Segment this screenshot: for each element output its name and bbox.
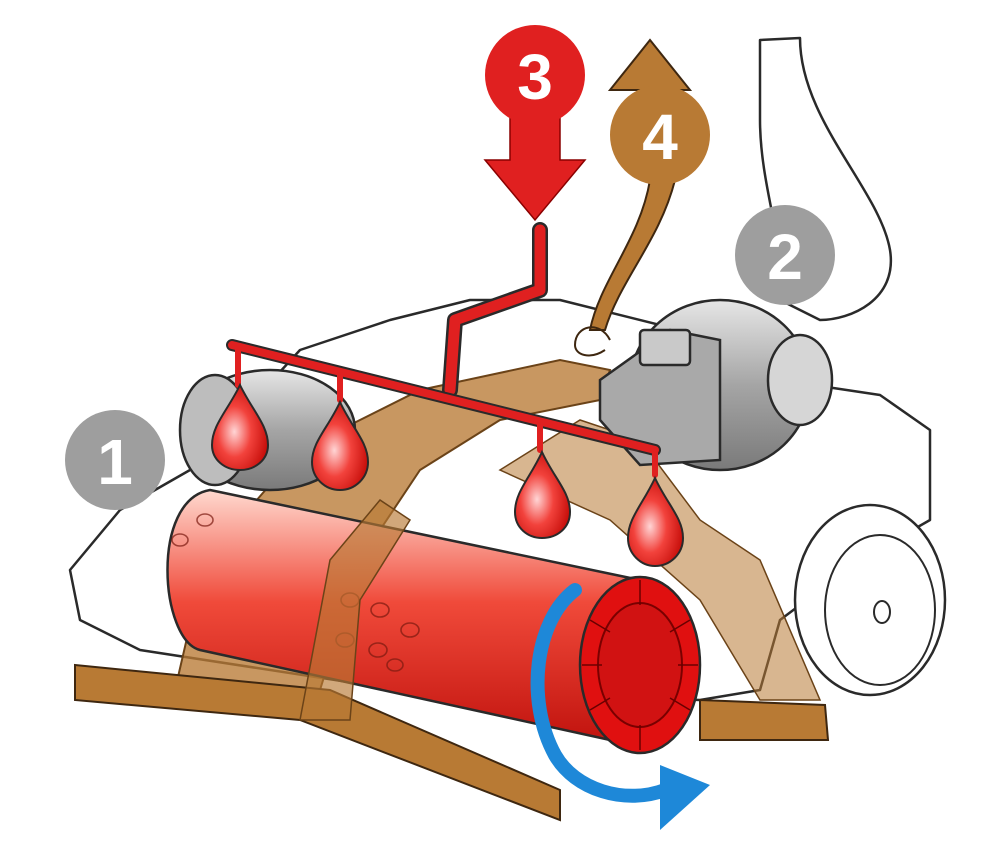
water-drop-icon bbox=[513, 449, 572, 540]
step-1-badge: 1 bbox=[65, 410, 165, 510]
step-2-label: 2 bbox=[767, 221, 803, 293]
step-4-badge: 4 bbox=[610, 85, 710, 185]
water-arrow bbox=[483, 109, 587, 222]
brush-roll bbox=[166, 488, 702, 755]
water-drops bbox=[210, 382, 685, 568]
step-1-label: 1 bbox=[97, 426, 133, 498]
step-3-label: 3 bbox=[517, 41, 553, 113]
water-drop-icon bbox=[310, 399, 370, 492]
step-3-badge: 3 bbox=[485, 25, 585, 125]
step-4-label: 4 bbox=[642, 101, 678, 173]
rear-wheel bbox=[793, 503, 947, 697]
dirty-air-flow-front bbox=[299, 499, 412, 721]
right-motor bbox=[598, 298, 834, 472]
water-drop-icon bbox=[210, 382, 270, 472]
step-2-badge: 2 bbox=[735, 205, 835, 305]
curved-arrow-icon bbox=[530, 583, 710, 830]
water-feed-pipe bbox=[226, 222, 661, 478]
exhaust-flow bbox=[573, 38, 693, 357]
water-drop-icon bbox=[626, 475, 685, 568]
